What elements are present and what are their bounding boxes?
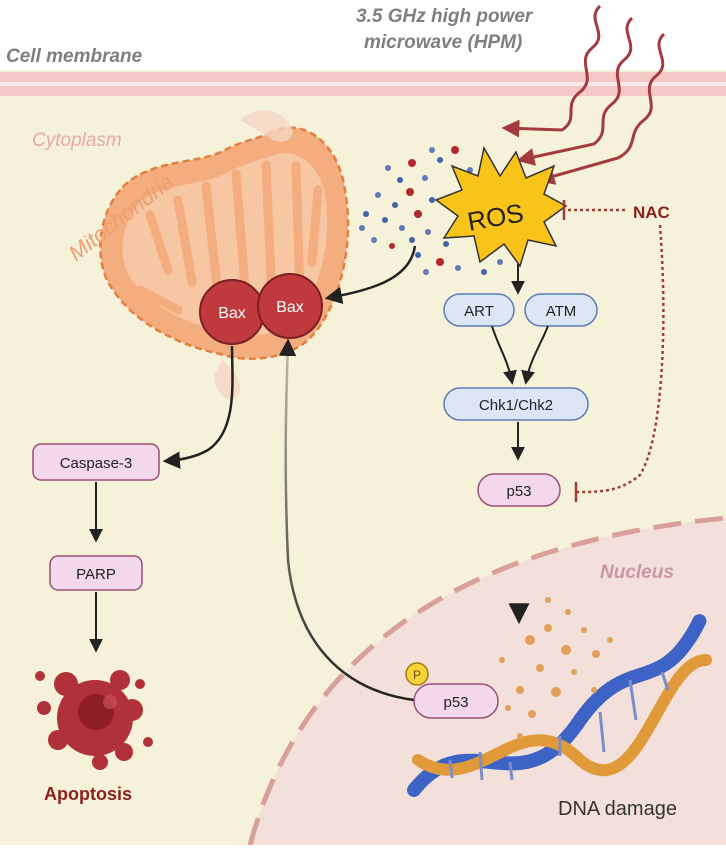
cell-membrane bbox=[0, 72, 726, 96]
cytoplasm-label: Cytoplasm bbox=[32, 130, 122, 151]
bax-right: Bax bbox=[257, 273, 323, 339]
svg-text:PARP: PARP bbox=[76, 566, 116, 583]
arrow-bax-to-caspase3 bbox=[162, 345, 234, 469]
svg-text:Chk1/Chk2: Chk1/Chk2 bbox=[479, 397, 553, 414]
nac-inhibition-ros bbox=[562, 200, 625, 220]
svg-text:ATM: ATM bbox=[546, 303, 577, 320]
svg-text:p53: p53 bbox=[443, 694, 468, 711]
hpm-label-line2: microwave (HPM) bbox=[364, 32, 522, 53]
microwave-waves bbox=[501, 4, 666, 185]
nucleus-label: Nucleus bbox=[600, 562, 674, 583]
nucleus-area bbox=[250, 518, 726, 845]
dna-helix bbox=[407, 613, 712, 797]
p53-cytoplasm-box: p53 bbox=[477, 473, 561, 507]
chk-box: Chk1/Chk2 bbox=[443, 387, 589, 421]
arrow-p53-to-bax bbox=[278, 338, 415, 702]
dna-fragments bbox=[487, 597, 613, 739]
nac-label: NAC bbox=[633, 203, 670, 222]
ros-starburst bbox=[434, 145, 568, 268]
svg-text:Caspase-3: Caspase-3 bbox=[60, 455, 133, 472]
nac-inhibition-p53 bbox=[574, 224, 665, 502]
arrow-ros-to-bax bbox=[324, 245, 417, 304]
caspase3-box: Caspase-3 bbox=[32, 443, 160, 481]
phospho-badge: P bbox=[405, 662, 429, 686]
hpm-label-line1: 3.5 GHz high power bbox=[356, 6, 534, 27]
svg-text:Bax: Bax bbox=[218, 305, 246, 322]
ros-particles bbox=[359, 146, 503, 275]
art-box: ART bbox=[443, 293, 515, 327]
bax-left: Bax bbox=[199, 279, 265, 345]
cell-membrane-label: Cell membrane bbox=[6, 46, 143, 67]
parp-box: PARP bbox=[49, 555, 143, 591]
svg-text:P: P bbox=[413, 668, 421, 682]
svg-text:Bax: Bax bbox=[276, 299, 304, 316]
nuclear-envelope bbox=[247, 515, 726, 846]
apoptosis-cell bbox=[35, 670, 153, 770]
arrows-kinases-to-chk bbox=[491, 325, 549, 385]
svg-text:ART: ART bbox=[464, 303, 494, 320]
p53-nucleus-box: p53 bbox=[413, 683, 499, 719]
dna-damage-label: DNA damage bbox=[558, 798, 677, 820]
svg-text:p53: p53 bbox=[506, 483, 531, 500]
atm-box: ATM bbox=[524, 293, 598, 327]
apoptosis-label: Apoptosis bbox=[44, 784, 132, 804]
